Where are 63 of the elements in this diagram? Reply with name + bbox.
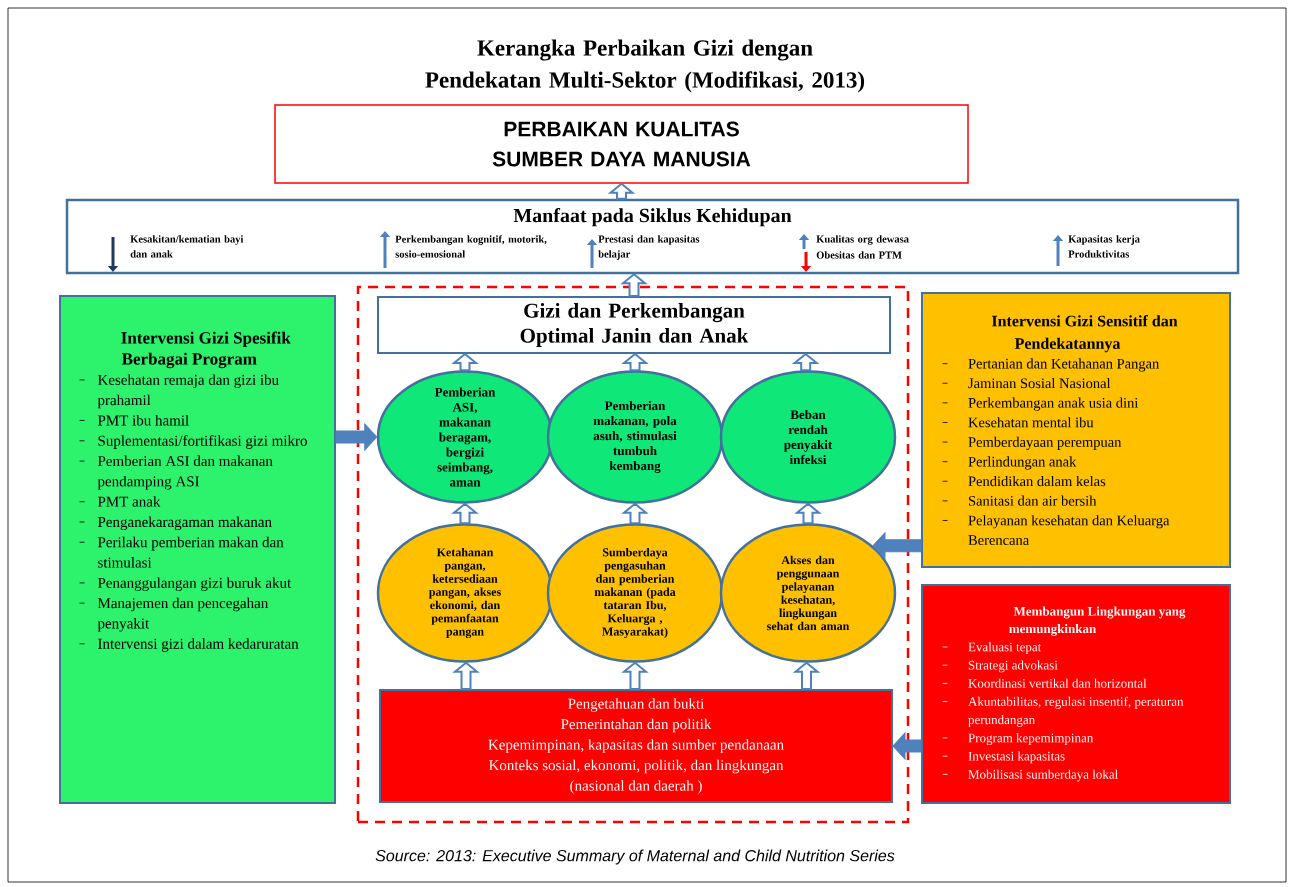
list-item: Manajemen dan pencegahan penyakit xyxy=(97,597,269,632)
benefit-item: Perkembangan kognitif, motorik, sosio-emosional xyxy=(395,235,547,258)
block-arrow xyxy=(872,532,922,560)
list-item: Kesehatan remaja dan gizi ibu prahamil xyxy=(97,374,279,409)
list-item: Kesehatan mental ibu xyxy=(968,417,1094,428)
block-arrow xyxy=(794,502,822,525)
list-item: Pertanian dan Ketahanan Pangan xyxy=(968,358,1160,372)
list-item: Akuntabilitas, regulasi insentif, peraturan perundangan xyxy=(968,696,1184,727)
box-heading: Intervensi Gizi Spesifik Berbagai Program xyxy=(121,331,291,369)
list-item: Suplementasi/fortifikasi gizi mikro xyxy=(98,435,307,449)
list-item: Penanggulangan gizi buruk akut xyxy=(97,577,292,591)
foundation-box xyxy=(379,689,893,803)
block-arrow xyxy=(607,182,636,200)
program-box xyxy=(59,295,336,804)
source-caption: Source: 2013: Executive Summary of Maternal and Child Nutrition Series xyxy=(375,849,895,865)
benefit-item: Obesitas dan PTM xyxy=(816,251,902,259)
text-line: Pengetahuan dan bukti xyxy=(568,698,705,712)
dashed-frame xyxy=(356,285,910,824)
list-item: Evaluasi tepat xyxy=(968,642,1042,655)
list-item: Strategi advokasi xyxy=(968,660,1058,673)
title: Kerangka Perbaikan Gizi dengan Pendekatan Multi-Sektor (Modifikasi, 2013) xyxy=(425,39,865,93)
block-arrow xyxy=(452,661,480,690)
environment-box xyxy=(921,584,1231,804)
benefit-item: Kualitas org dewasa xyxy=(816,235,909,245)
goal-box: PERBAIKAN KUALITAS SUMBER DAYA MANUSIA xyxy=(274,104,969,184)
list-item: Perlindungan anak xyxy=(968,456,1077,470)
sensitive-box xyxy=(921,292,1231,568)
outcome-box: Gizi dan Perkembangan Optimal Janin dan Anak xyxy=(377,296,891,354)
block-arrow xyxy=(621,502,649,525)
list-item: Perkembangan anak usia dini xyxy=(968,397,1139,411)
text-line: Pemerintahan dan politik xyxy=(561,718,712,733)
block-arrow xyxy=(335,423,378,451)
block-arrow xyxy=(791,352,820,372)
block-arrow xyxy=(892,732,922,760)
list-item: Pemberdayaan perempuan xyxy=(968,436,1122,450)
box-heading: Membangun Lingkungan yang memungkinkan xyxy=(1009,606,1186,636)
list-item: Penganekaragaman makanan xyxy=(97,516,272,531)
list-item: Pendidikan dalam kelas xyxy=(968,475,1106,487)
benefit-item: Prestasi dan kapasitas belajar xyxy=(598,235,700,260)
text-line: Kepemimpinan, kapasitas dan sumber pendanaan xyxy=(488,739,784,753)
list-item: Intervensi gizi dalam kedaruratan xyxy=(98,638,299,652)
list-item: PMT anak xyxy=(97,496,161,507)
list-item: Koordinasi vertikal dan horizontal xyxy=(968,678,1147,688)
block-arrow xyxy=(620,272,648,297)
list-item: PMT ibu hamil xyxy=(97,415,189,426)
list-item: Program kepemimpinan xyxy=(968,733,1094,746)
list-item: Investasi kapasitas xyxy=(968,751,1065,764)
list-item: Jaminan Sosial Nasional xyxy=(968,377,1111,389)
block-arrow xyxy=(451,502,479,525)
list-item: Sanitasi dan air bersih xyxy=(969,495,1097,506)
benefit-item: Kesakitan/kematian bayi dan anak xyxy=(130,235,244,258)
block-arrow xyxy=(621,661,649,690)
text-line: (nasional dan daerah ) xyxy=(570,780,702,794)
block-arrow xyxy=(792,661,821,690)
list-item: Pelayanan kesehatan dan Keluarga Berencana xyxy=(968,515,1170,545)
list-item: Perilaku pemberian makan dan stimulasi xyxy=(97,536,284,568)
list-item: Mobilisasi sumberdaya lokal xyxy=(968,769,1118,782)
box-heading: Intervensi Gizi Sensitif dan Pendekatannya xyxy=(991,315,1178,353)
text-line: Konteks sosial, ekonomi, politik, dan lingkungan xyxy=(488,759,784,774)
benefit-item: Kapasitas kerja Produktivitas xyxy=(1068,235,1140,258)
block-arrow xyxy=(451,352,479,372)
list-item: Pemberian ASI dan makanan pendamping ASI xyxy=(97,455,273,490)
block-arrow xyxy=(621,352,649,372)
